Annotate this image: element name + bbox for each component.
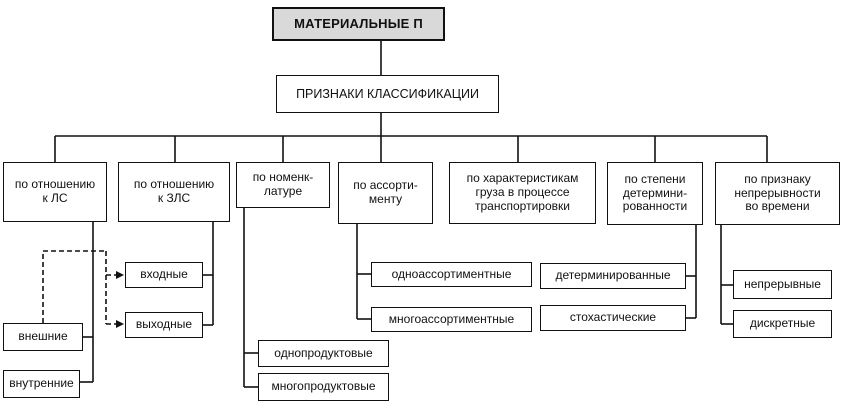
leaf-output-label: выходные <box>135 317 193 332</box>
diagram-title: МАТЕРИАЛЬНЫЕ П <box>272 7 445 41</box>
leaf-stochastic: стохастические <box>540 305 686 331</box>
leaf-deterministic: детерминированные <box>540 263 686 289</box>
category-ls: по отношению к ЛС <box>3 162 107 222</box>
classification-root-label: ПРИЗНАКИ КЛАССИФИКАЦИИ <box>296 86 479 101</box>
category-nomenclature: по номенк- латуре <box>236 162 330 208</box>
leaf-multi-assortment: многоассортиментные <box>371 307 532 332</box>
leaf-input-label: входные <box>140 267 188 282</box>
category-assortment-label: по ассорти- менту <box>353 178 418 206</box>
category-ls-label: по отношению к ЛС <box>14 177 96 205</box>
category-cargo-characteristics-label: по характеристикам груза в процессе тран… <box>466 171 579 213</box>
leaf-multi-assortment-label: многоассортиментные <box>388 311 515 326</box>
leaf-internal: внутренние <box>3 370 80 398</box>
category-cargo-characteristics: по характеристикам груза в процессе тран… <box>449 162 596 224</box>
leaf-single-product-label: однопродуктовые <box>274 345 373 360</box>
category-nomenclature-label: по номенк- латуре <box>252 170 314 198</box>
leaf-discrete-label: дискретные <box>749 316 816 331</box>
category-continuity: по признаку непрерывности во времени <box>715 162 840 225</box>
diagram-title-text: МАТЕРИАЛЬНЫЕ П <box>294 15 423 31</box>
category-zls-label: по отношению к ЗЛС <box>133 177 215 205</box>
category-continuity-label: по признаку непрерывности во времени <box>734 171 821 214</box>
leaf-continuous: непрерывные <box>733 270 832 299</box>
leaf-single-product: однопродуктовые <box>258 340 389 367</box>
leaf-single-assortment-label: одноассортиментные <box>391 266 512 281</box>
category-determinism: по степени детермини- рованности <box>607 162 703 225</box>
leaf-output: выходные <box>125 312 203 338</box>
classification-root: ПРИЗНАКИ КЛАССИФИКАЦИИ <box>276 75 499 113</box>
category-zls: по отношению к ЗЛС <box>118 162 230 222</box>
leaf-input: входные <box>125 262 203 288</box>
leaf-continuous-label: непрерывные <box>744 276 821 291</box>
leaf-stochastic-label: стохастические <box>569 310 657 325</box>
leaf-multi-product-label: многопродуктовые <box>271 379 376 394</box>
leaf-deterministic-label: детерминированные <box>555 268 671 283</box>
leaf-external-label: внешние <box>18 329 68 344</box>
leaf-external: внешние <box>3 323 83 351</box>
category-assortment: по ассорти- менту <box>338 162 433 224</box>
leaf-internal-label: внутренние <box>9 376 74 391</box>
category-determinism-label: по степени детермини- рованности <box>622 171 688 214</box>
leaf-discrete: дискретные <box>733 310 832 338</box>
leaf-single-assortment: одноассортиментные <box>371 262 532 287</box>
leaf-multi-product: многопродуктовые <box>258 373 389 401</box>
